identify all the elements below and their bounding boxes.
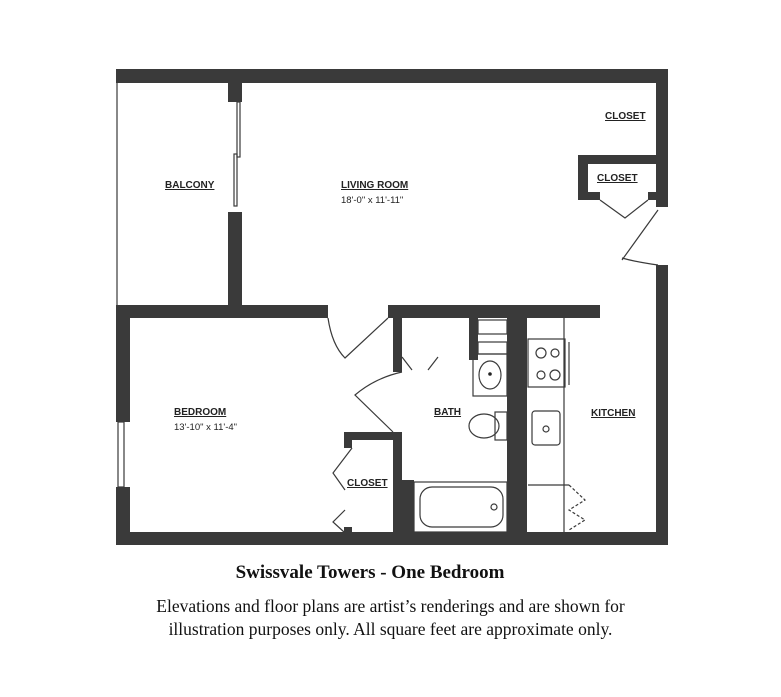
room-labels: BALCONY LIVING ROOM 18'-0" x 11'-11" CLO… (165, 111, 646, 489)
bedroom-dimensions: 13'-10" x 11'-4" (174, 422, 237, 433)
label-balcony: BALCONY (165, 180, 215, 191)
bath-fixtures (413, 319, 508, 533)
disclaimer-line-2: illustration purposes only. All square f… (168, 619, 613, 639)
label-closet-entry: CLOSET (597, 173, 638, 184)
bathtub (419, 486, 504, 528)
stove (527, 338, 566, 388)
label-closet-top: CLOSET (605, 111, 646, 122)
living-room-dimensions: 18'-0" x 11'-11" (341, 195, 403, 206)
bedroom-window (117, 421, 125, 488)
walls (116, 69, 668, 545)
label-living-room: LIVING ROOM (341, 180, 408, 191)
sink (472, 353, 508, 397)
kitchen-fixtures (527, 318, 587, 532)
sliding-door (233, 101, 241, 207)
label-bath: BATH (434, 407, 461, 418)
label-bedroom: BEDROOM (174, 407, 226, 418)
label-closet-bedroom: CLOSET (347, 478, 388, 489)
plan-title: Swissvale Towers - One Bedroom (235, 562, 505, 583)
label-kitchen: KITCHEN (591, 408, 635, 419)
doors (327, 199, 659, 533)
toilet (468, 413, 500, 439)
disclaimer-line-1: Elevations and floor plans are artist’s … (156, 596, 625, 616)
kitchen-sink (531, 410, 561, 446)
